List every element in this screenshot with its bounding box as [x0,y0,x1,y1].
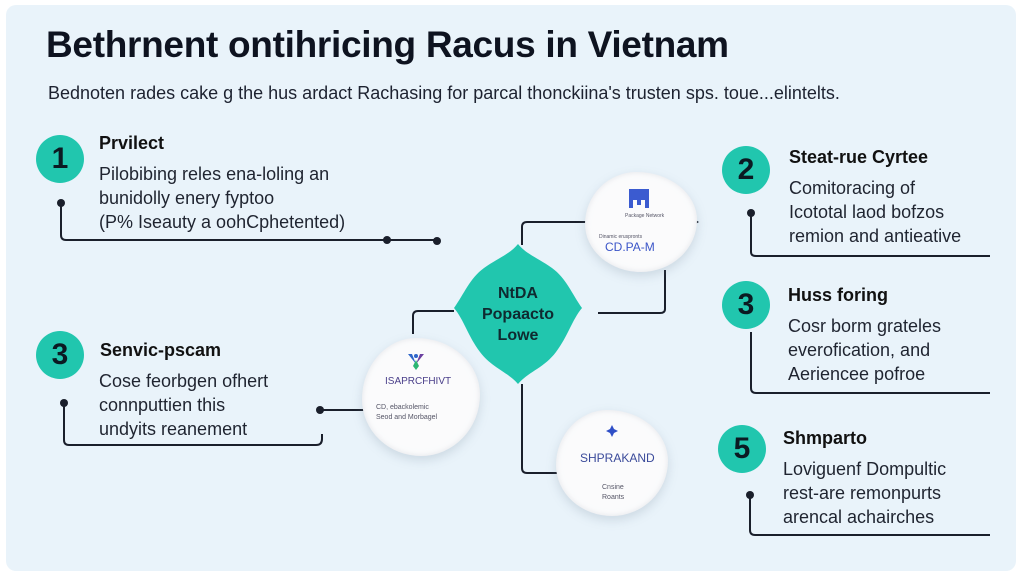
bottom-node-logo-text: SHPRAKAND [580,451,655,465]
left-node-line-1: CD, ebackolemic [376,404,429,411]
center-line: NtDA [497,284,538,302]
center-line: Lowe [497,326,539,344]
center-line: Popaacto [481,305,554,323]
top-node-small-label: Dinamic eruspronts [599,234,643,240]
left-partner-node: ISAPRCFHIVT CD, ebackolemic Seod and Mor… [362,338,480,456]
step-3-right-line: Cosr borm grateles [788,316,942,336]
step-5-line: arencal achairches [783,507,935,527]
step-badge-3-left: 3 [36,331,84,379]
page-title: Bethrnent ontihricing Racus in Vietnam [46,24,729,65]
bottom-partner-node: SHPRAKAND Cnsine Roants [556,410,668,516]
top-node-logo-text: CD.PA-M [605,240,655,254]
step-2-line: remion and antieative [789,226,962,246]
people-logo-icon [408,354,424,370]
center-hub-node: NtDA Popaacto Lowe [454,244,582,384]
center-hub-shape [454,244,582,384]
step-5-description: Loviguenf Dompultic rest-are remonpurts … [783,457,946,529]
step-3-right-title: Huss foring [788,285,889,305]
step-3-right-description: Cosr borm grateles everofication, and Ae… [788,314,941,386]
step-1-description: Pilobibing reles ena-loling an bunidolly… [99,162,345,234]
center-hub-label: NtDA Popaacto Lowe [482,283,554,346]
step-3-left-line: connputtien this [99,395,226,415]
step-3-left-title: Senvic-pscam [100,340,222,360]
step-1-line: (P% Iseauty a oohCphetented) [99,212,346,232]
step-3-right-line: everofication, and [788,340,931,360]
step-1-line: bunidolly enery fyptoo [99,188,275,208]
step-5-line: Loviguenf Dompultic [783,459,947,479]
step-1-line: Pilobibing reles ena-loling an [99,164,330,184]
page-subtitle: Bednoten rades cake g the hus ardact Rac… [48,83,840,103]
building-icon [629,189,649,208]
step-3-left-line: Cose feorbgen ofhert [99,371,269,391]
step-3-right-line: Aeriencee pofroe [788,364,926,384]
step-2-line: Comitoracing of [789,178,916,198]
step-2-line: Icototal laod bofzos [789,202,945,222]
top-partner-node: Package Network Dinamic eruspronts CD.PA… [585,172,697,272]
step-badge-3-right: 3 [722,281,770,329]
step-3-left-line: undyits reanement [99,419,248,439]
step-5-title: Shmparto [783,428,868,448]
left-node-line-2: Seod and Morbagel [376,414,438,421]
step-2-title: Steat-rue Cyrtee [789,147,929,167]
step-badge-5: 5 [718,425,766,473]
step-2-description: Comitoracing of Icototal laod bofzos rem… [789,176,961,248]
step-3-left-description: Cose feorbgen ofhert connputtien this un… [99,369,268,441]
bottom-node-line-1: Cnsine [602,484,624,491]
left-node-logo-text: ISAPRCFHIVT [385,376,452,387]
top-node-caption: Package Network [625,213,665,219]
step-badge-1: 1 [36,135,84,183]
bottom-node-line-2: Roants [602,494,625,501]
step-badge-2: 2 [722,146,770,194]
diamond-logo-icon [606,425,618,437]
step-5-line: rest-are remonpurts [783,483,942,503]
step-1-title: Prvilect [99,133,165,153]
